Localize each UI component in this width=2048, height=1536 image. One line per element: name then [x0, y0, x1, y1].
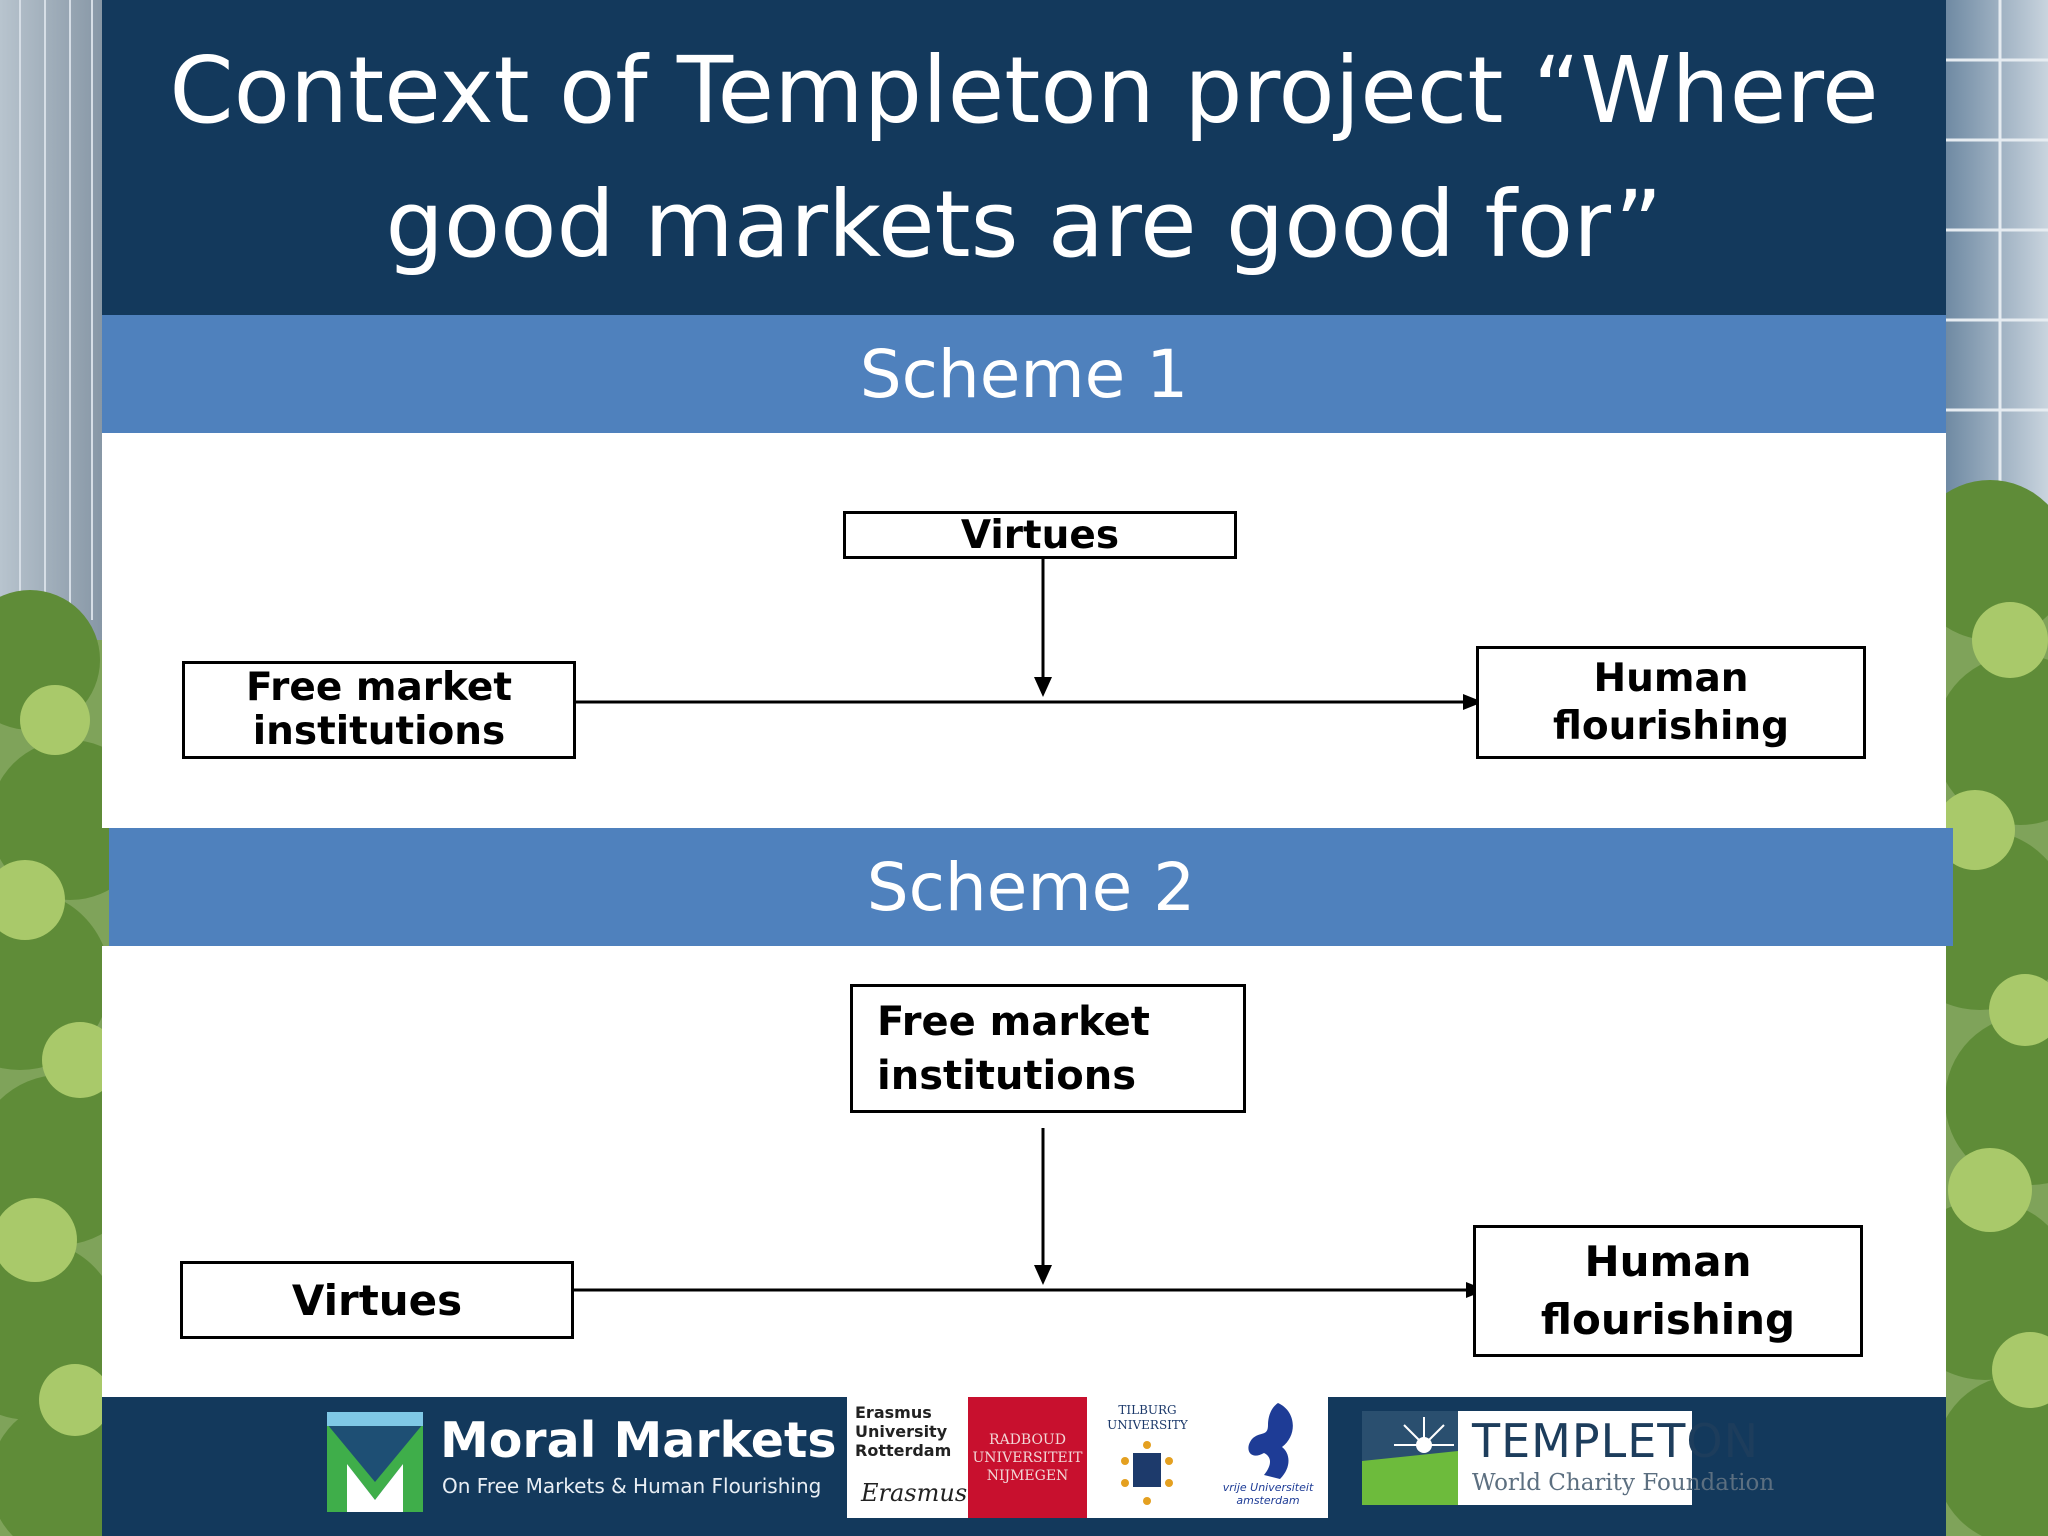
slide-title: Context of Templeton project “Where good… [169, 36, 1879, 278]
scheme-2-virtues-box: Virtues [180, 1261, 574, 1339]
radboud-logo: RADBOUD UNIVERSITEIT NIJMEGEN [968, 1397, 1087, 1518]
tilburg-line-2: UNIVERSITY [1107, 1418, 1188, 1432]
scheme-1-virtues-label: Virtues [960, 512, 1120, 558]
erasmus-logo: Erasmus University Rotterdam Erasmus [847, 1397, 968, 1518]
scheme-1-heading-bar: Scheme 1 [102, 315, 1946, 433]
scheme-2-human-flourishing-label: Human flourishing [1540, 1237, 1796, 1344]
scheme-2-virtues-label: Virtues [291, 1275, 463, 1325]
scheme-2-free-market-label: Free market institutions [877, 998, 1150, 1099]
erasmus-line-3: Rotterdam [855, 1441, 952, 1460]
scheme-1-heading: Scheme 1 [859, 335, 1189, 413]
tilburg-logo: TILBURG UNIVERSITY [1087, 1397, 1208, 1518]
scheme-1-free-market-box: Free market institutions [182, 661, 576, 759]
radboud-line-1: RADBOUD [989, 1431, 1066, 1448]
scheme-1-main-arrowhead [1463, 694, 1483, 710]
scheme-2-human-flourishing-box: Human flourishing [1473, 1225, 1863, 1357]
tilburg-logo-text: TILBURG UNIVERSITY [1087, 1403, 1208, 1433]
vu-griffin-icon [1248, 1403, 1293, 1479]
scheme-2-panel: Free market institutions Virtues Human f… [102, 946, 1946, 1397]
templeton-sunburst-icon [1362, 1411, 1458, 1505]
vu-amsterdam-logo: vrije Universiteit amsterdam [1208, 1397, 1328, 1518]
footer-logos-bar: Moral Markets On Free Markets & Human Fl… [102, 1397, 1946, 1536]
scheme-2-free-market-box: Free market institutions [850, 984, 1246, 1113]
moral-markets-name: Moral Markets [440, 1412, 837, 1469]
slide: Context of Templeton project “Where good… [102, 0, 1953, 1536]
erasmus-line-1: Erasmus [855, 1403, 932, 1422]
moral-markets-logo-icon [327, 1412, 423, 1512]
erasmus-line-2: University [855, 1422, 948, 1441]
erasmus-logo-text: Erasmus University Rotterdam [855, 1403, 951, 1460]
scheme-2-heading: Scheme 2 [866, 848, 1196, 926]
scheme-1-free-market-label: Free market institutions [245, 665, 513, 754]
templeton-subtitle: World Charity Foundation [1472, 1470, 1775, 1496]
scheme-2-heading-bar: Scheme 2 [109, 828, 1953, 946]
scheme-1-panel: Virtues Free market institutions Human f… [102, 433, 1946, 828]
vu-line-2: amsterdam [1236, 1494, 1300, 1507]
scheme-1-arrows [576, 558, 1483, 710]
scheme-1-human-flourishing-box: Human flourishing [1476, 646, 1866, 759]
tilburg-line-1: TILBURG [1118, 1403, 1177, 1417]
radboud-line-3: NIJMEGEN [986, 1467, 1069, 1484]
tilburg-crest-icon [1121, 1441, 1173, 1505]
vu-logo-text: vrije Universiteit amsterdam [1208, 1481, 1328, 1507]
vu-line-1: vrije Universiteit [1222, 1481, 1314, 1494]
title-bar: Context of Templeton project “Where good… [102, 0, 1946, 315]
templeton-logo: TEMPLETON World Charity Foundation [1458, 1411, 1774, 1505]
scheme-1-human-flourishing-label: Human flourishing [1552, 655, 1790, 749]
templeton-name: TEMPLETON [1472, 1414, 1759, 1468]
radboud-logo-text: RADBOUD UNIVERSITEIT NIJMEGEN [973, 1431, 1083, 1485]
scheme-1-virtues-box: Virtues [843, 511, 1237, 559]
erasmus-signature: Erasmus [861, 1479, 968, 1507]
radboud-line-2: UNIVERSITEIT [972, 1449, 1083, 1466]
scheme-2-moderator-arrowhead [1034, 1265, 1052, 1285]
scheme-1-moderator-arrowhead [1034, 677, 1052, 697]
moral-markets-tagline: On Free Markets & Human Flourishing [442, 1474, 822, 1498]
